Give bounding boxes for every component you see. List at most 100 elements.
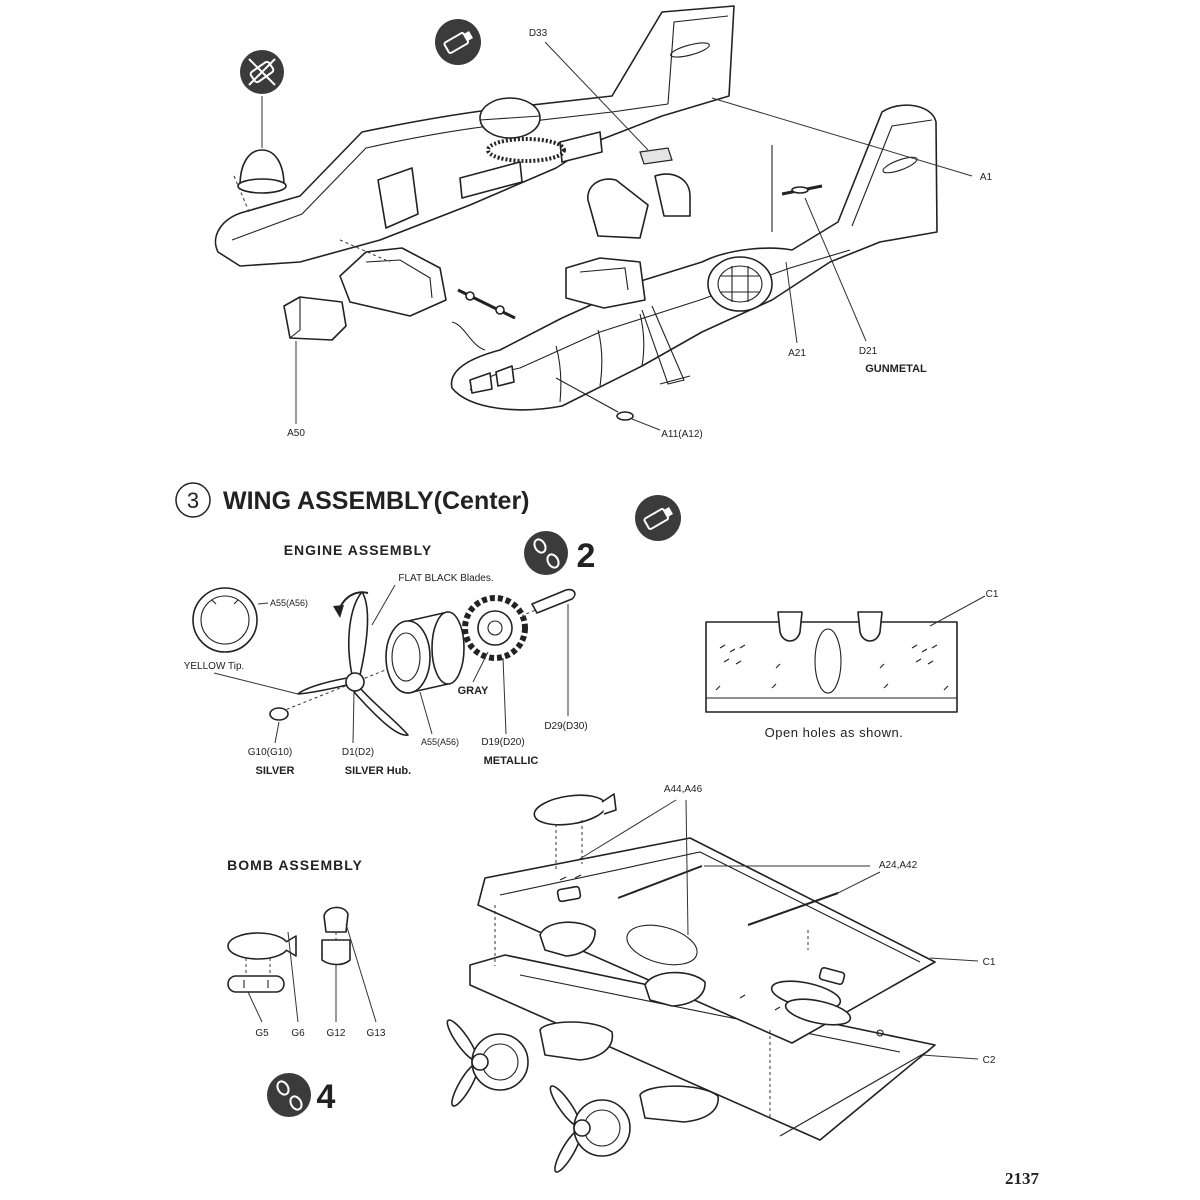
leader-line	[544, 41, 649, 151]
part-d33	[639, 147, 673, 165]
panel-c1-edge	[499, 851, 921, 963]
label-d19: D19(D20)	[481, 737, 524, 748]
label-g12: G12	[327, 1028, 346, 1039]
nose-window	[469, 372, 493, 394]
turret-band	[479, 115, 541, 121]
step-title: WING ASSEMBLY(Center)	[223, 487, 530, 515]
compartment-detail	[365, 259, 433, 299]
label-c1: C1	[983, 957, 996, 968]
part-g6-plate	[227, 975, 285, 993]
label-d29: D29(D30)	[544, 721, 587, 732]
wing-callouts: A44,A46 A24,A42 C1 C2	[664, 784, 996, 1066]
step-number: 3	[187, 488, 199, 513]
nose-turret-base	[237, 178, 287, 194]
part-d29-spinner	[531, 588, 576, 614]
label-c1-panel: C1	[986, 589, 999, 600]
propeller-blade	[353, 687, 409, 736]
leader-line	[274, 721, 280, 744]
cowling-rear	[431, 611, 465, 685]
leader-line	[631, 418, 661, 431]
part-shape	[289, 1095, 303, 1111]
nacelle-fairing	[857, 611, 883, 642]
leader-line	[287, 931, 299, 1023]
leader-line	[577, 799, 677, 861]
wing-panel-c2	[469, 954, 936, 1141]
part-g10	[269, 707, 289, 721]
label-a21: A21	[788, 348, 806, 359]
wing-root	[565, 257, 646, 309]
bomb-quantity: 4	[317, 1078, 336, 1116]
propeller-hub	[471, 1053, 489, 1071]
ring-inner	[200, 595, 250, 645]
leader-line	[371, 584, 396, 626]
plate-posts	[243, 980, 269, 988]
label-a11: A11(A12)	[661, 429, 703, 440]
leader-line	[785, 261, 798, 344]
leader-line	[837, 871, 881, 894]
label-d21: D21	[859, 346, 878, 357]
engine-assembly-heading: ENGINE ASSEMBLY	[284, 542, 433, 558]
cockpit-frame	[654, 173, 691, 217]
label-a55-cowling: A55(A56)	[421, 737, 459, 747]
bomb-on-wing	[533, 794, 607, 826]
part-g12-rack	[321, 939, 351, 966]
no-cement-icon	[240, 50, 284, 94]
paint-silver-hub: SILVER Hub.	[345, 765, 411, 777]
step-header: 3 WING ASSEMBLY(Center)	[175, 482, 530, 518]
leader-line	[345, 923, 377, 1023]
hull-section-line	[555, 345, 562, 403]
tail-insignia	[882, 156, 918, 174]
turret-ring	[486, 137, 566, 163]
nose-window	[495, 365, 515, 387]
leader-line	[472, 651, 489, 683]
part-d21-mount	[791, 186, 809, 194]
hull-section-line	[597, 329, 603, 387]
engine-leader-lines	[213, 584, 569, 744]
strut-a24	[617, 865, 703, 899]
nacelle-fairing	[539, 921, 596, 957]
paint-metallic: METALLIC	[484, 755, 539, 767]
open-holes-note: Open holes as shown.	[765, 725, 904, 740]
part-shape	[546, 553, 560, 569]
engine-shaft	[487, 620, 503, 636]
bomb-assembly-heading: BOMB ASSEMBLY	[227, 857, 363, 873]
center-lens	[626, 924, 698, 966]
propeller-blade	[297, 677, 348, 695]
leader-line	[921, 1054, 979, 1060]
bomb-rack	[556, 885, 582, 903]
wing-root-detail	[579, 267, 629, 291]
center-lens	[814, 628, 842, 694]
hole-marks	[715, 644, 949, 691]
part-shape	[533, 538, 547, 554]
propeller-hub	[573, 1119, 591, 1137]
paint-yellow-tip: YELLOW Tip.	[184, 661, 245, 672]
bomb-fin	[601, 793, 617, 815]
leader-line	[213, 672, 299, 695]
part-a50-edge	[289, 297, 301, 339]
propeller-blade	[348, 591, 369, 676]
cement-icon	[635, 495, 681, 541]
fuselage-left-half	[214, 5, 735, 267]
nacelle-fairing	[777, 611, 803, 642]
panel-c2-detail	[519, 974, 931, 1137]
paint-silver: SILVER	[256, 765, 295, 777]
fuselage-assembly	[214, 5, 938, 421]
paint-gunmetal: GUNMETAL	[865, 363, 927, 375]
wing-leader-lines	[577, 799, 979, 1060]
wing-panel-outline	[705, 621, 958, 713]
leader-line	[419, 691, 433, 735]
icon-background	[435, 19, 481, 65]
nacelle-rear	[639, 1085, 719, 1123]
part-a50	[283, 296, 347, 341]
bulkhead-frame	[377, 167, 419, 229]
panel-holes	[559, 874, 884, 1037]
leader-line	[685, 799, 689, 936]
side-turret-inner	[717, 265, 763, 303]
fuselage-leader-lines	[233, 41, 973, 431]
bomb-assembly	[227, 906, 351, 993]
tube-shape	[249, 60, 275, 84]
part-shape	[276, 1080, 290, 1096]
interior-compartment	[339, 247, 447, 317]
bomb-rack	[818, 966, 846, 986]
